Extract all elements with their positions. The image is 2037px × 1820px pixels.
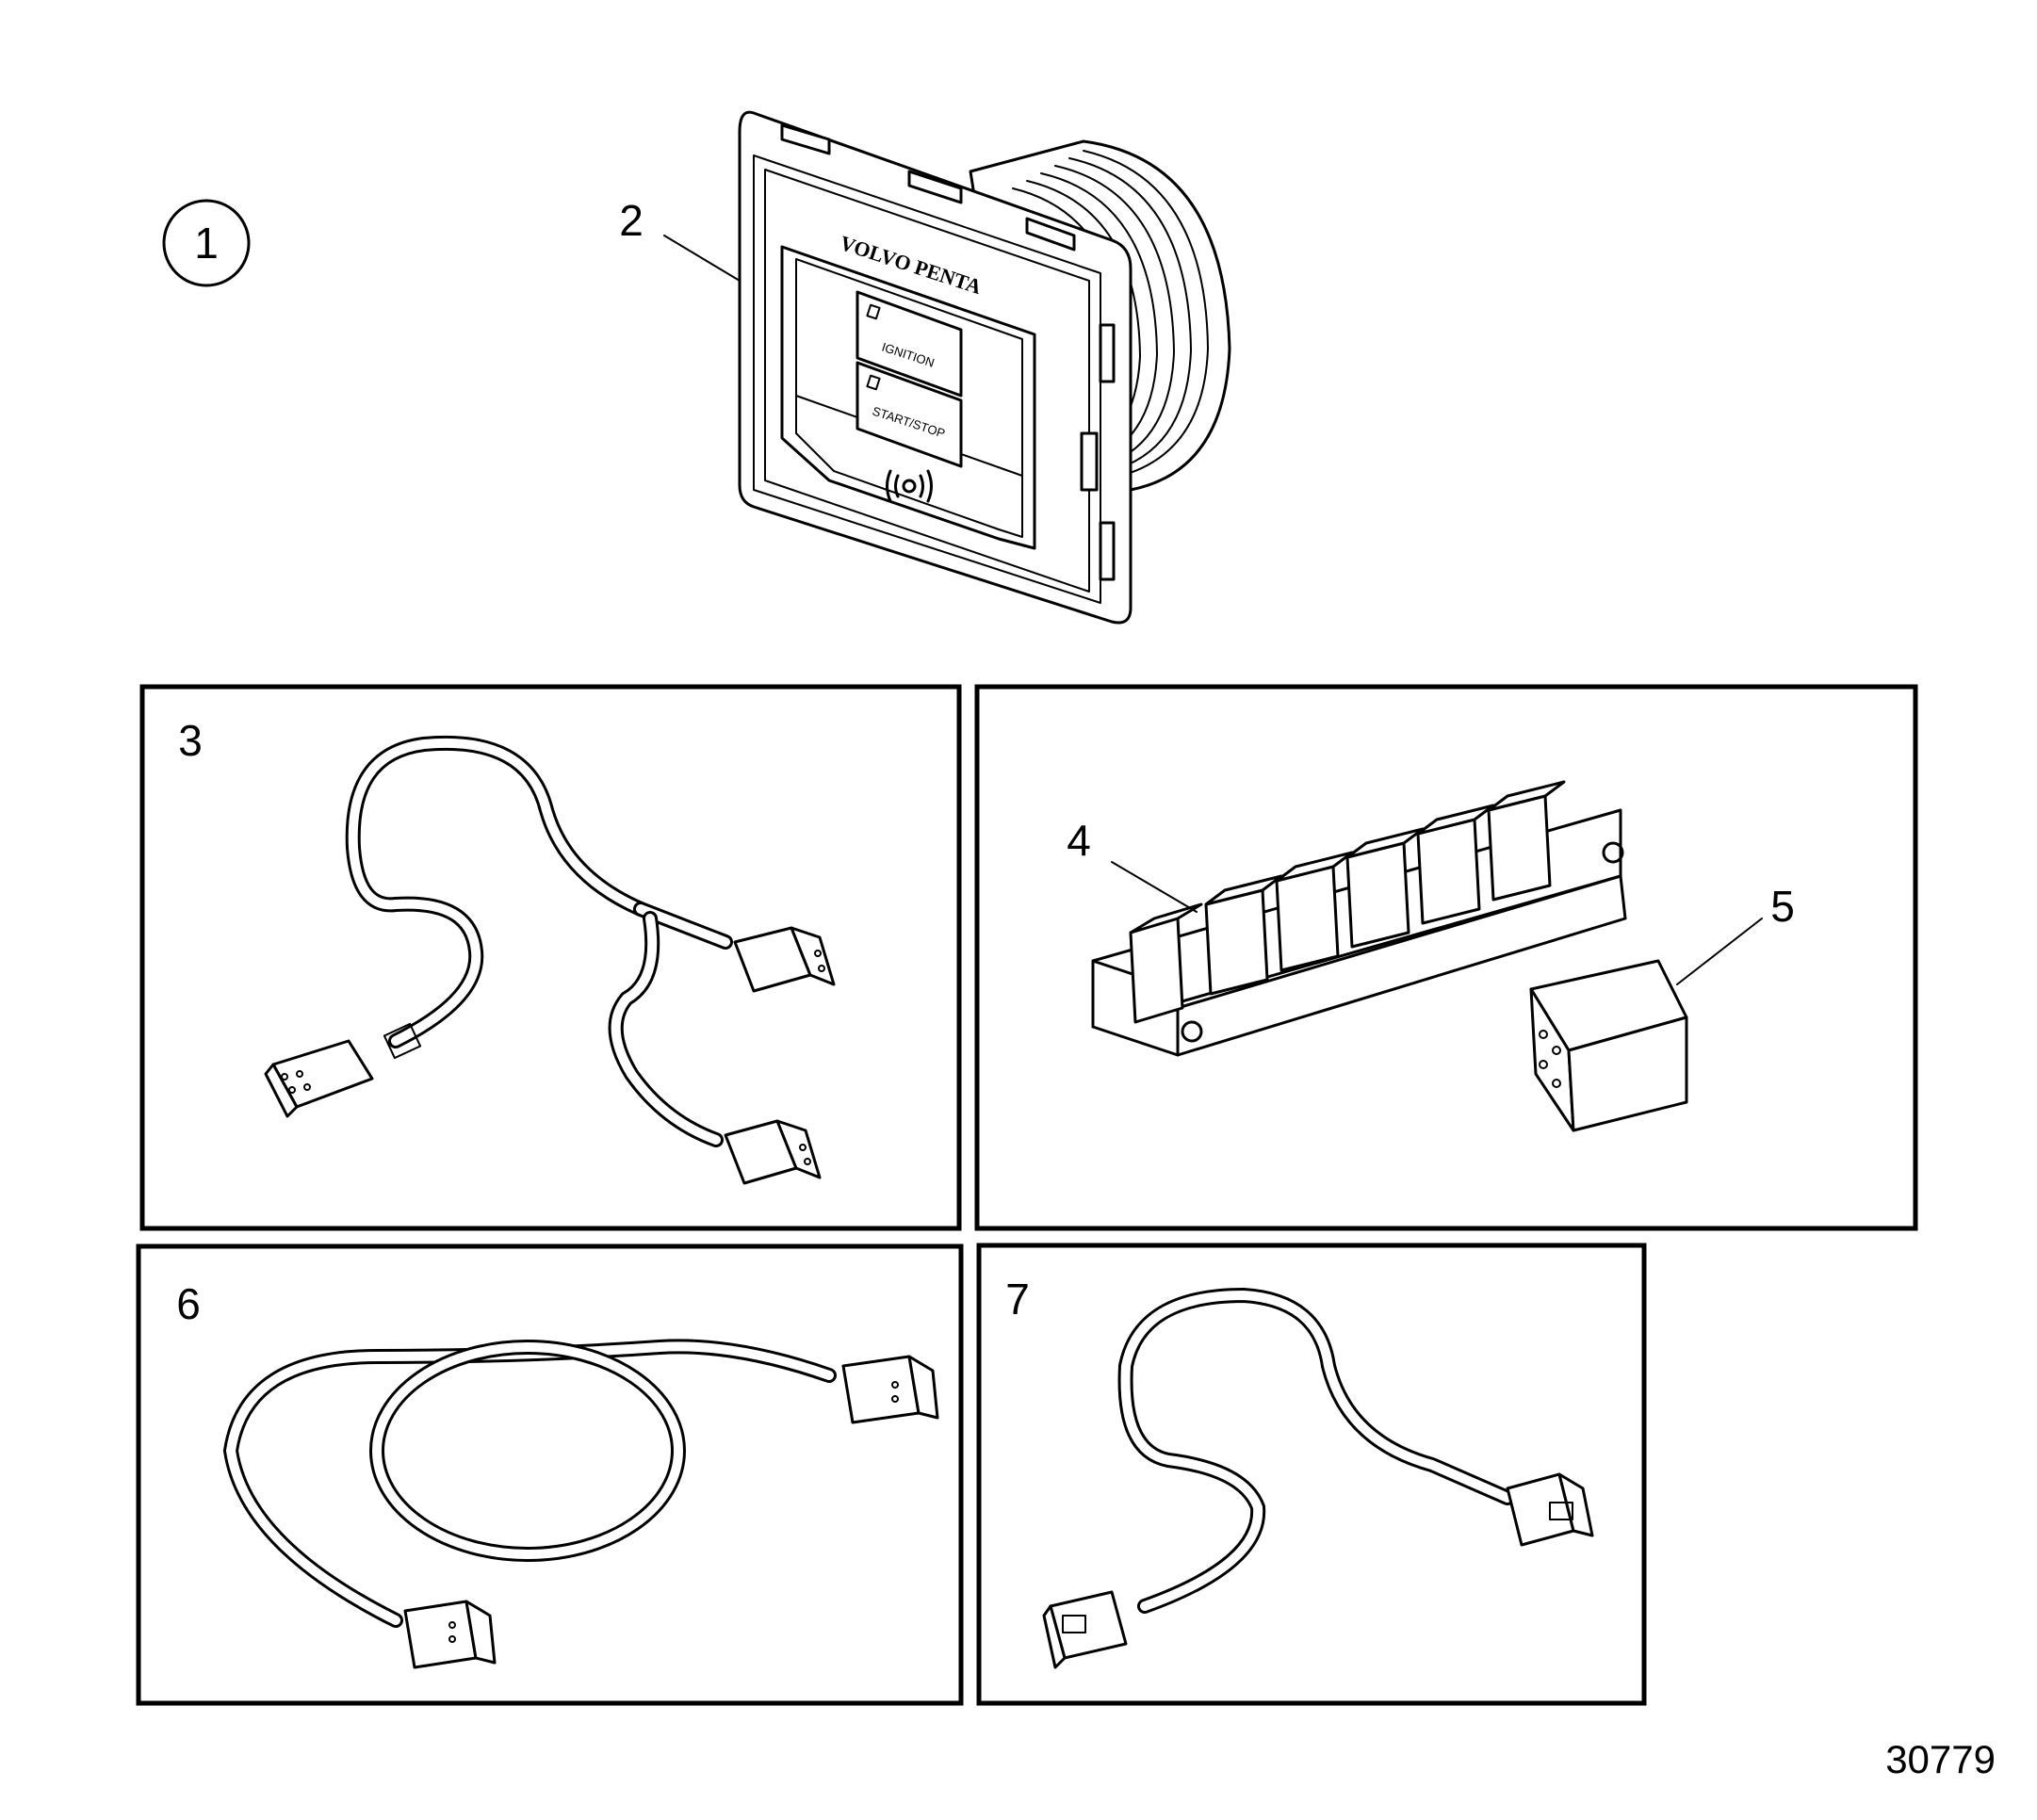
- top-clip-right: [1025, 217, 1076, 252]
- item-2-leader: [663, 235, 741, 282]
- wireless-symbol-icon: [886, 469, 933, 503]
- item-6-end-connector-top: [841, 1355, 939, 1424]
- item-4-socket-3: [1275, 851, 1354, 972]
- item-7-frame: [976, 1243, 1647, 1706]
- item-5-connector-plug: [1529, 959, 1688, 1132]
- items-4-5-frame: [974, 684, 1918, 1231]
- item-3-upper-connector: [733, 926, 836, 993]
- top-clip-middle: [907, 170, 963, 204]
- item-6-end-connector-bottom: [403, 1600, 497, 1669]
- item-3-y-cable: [264, 735, 836, 1185]
- item-1-number: 1: [194, 219, 219, 268]
- item-4-mount-hole-right: [1602, 841, 1624, 864]
- item-4-socket-2: [1204, 874, 1283, 996]
- item-4-leader: [1111, 861, 1198, 913]
- item-3-number: 3: [178, 716, 203, 765]
- control-panel: VOLVO PENTA IGNITION START/STOP: [663, 110, 1231, 625]
- side-clip-lower: [1099, 521, 1116, 581]
- item-7-end-connector-right: [1506, 1472, 1594, 1547]
- item-4-connector-block: [1091, 780, 1627, 1057]
- start-stop-button: START/STOP: [856, 361, 963, 468]
- item-6-cable: [222, 1339, 939, 1669]
- ignition-button: IGNITION: [856, 290, 963, 398]
- item-5-number: 5: [1770, 882, 1795, 931]
- item-3-frame: [139, 684, 962, 1231]
- side-clip-middle: [1080, 431, 1099, 492]
- item-4-number: 4: [1067, 816, 1091, 865]
- drawing-number: 30779: [1885, 1737, 1996, 1781]
- item-4-socket-1: [1129, 902, 1203, 1024]
- item-5-leader: [1676, 918, 1763, 985]
- item-3-lower-connector: [724, 1119, 822, 1185]
- item-2-number: 2: [619, 196, 644, 245]
- top-clip-left: [780, 123, 831, 155]
- item-4-socket-5: [1416, 804, 1495, 925]
- item-6-frame: [136, 1243, 964, 1706]
- item-4-socket-6: [1487, 780, 1566, 902]
- side-clip-upper: [1099, 323, 1116, 383]
- item-4-mount-hole-left: [1181, 1020, 1203, 1043]
- item-4-socket-4: [1345, 827, 1425, 949]
- item-7-cable: [1042, 1287, 1594, 1669]
- item-7-number: 7: [1005, 1275, 1030, 1324]
- item-7-end-connector-left: [1042, 1590, 1128, 1669]
- item-6-number: 6: [176, 1279, 201, 1328]
- item-3-main-connector: [264, 1022, 422, 1118]
- item-1-callout: 1: [162, 199, 251, 287]
